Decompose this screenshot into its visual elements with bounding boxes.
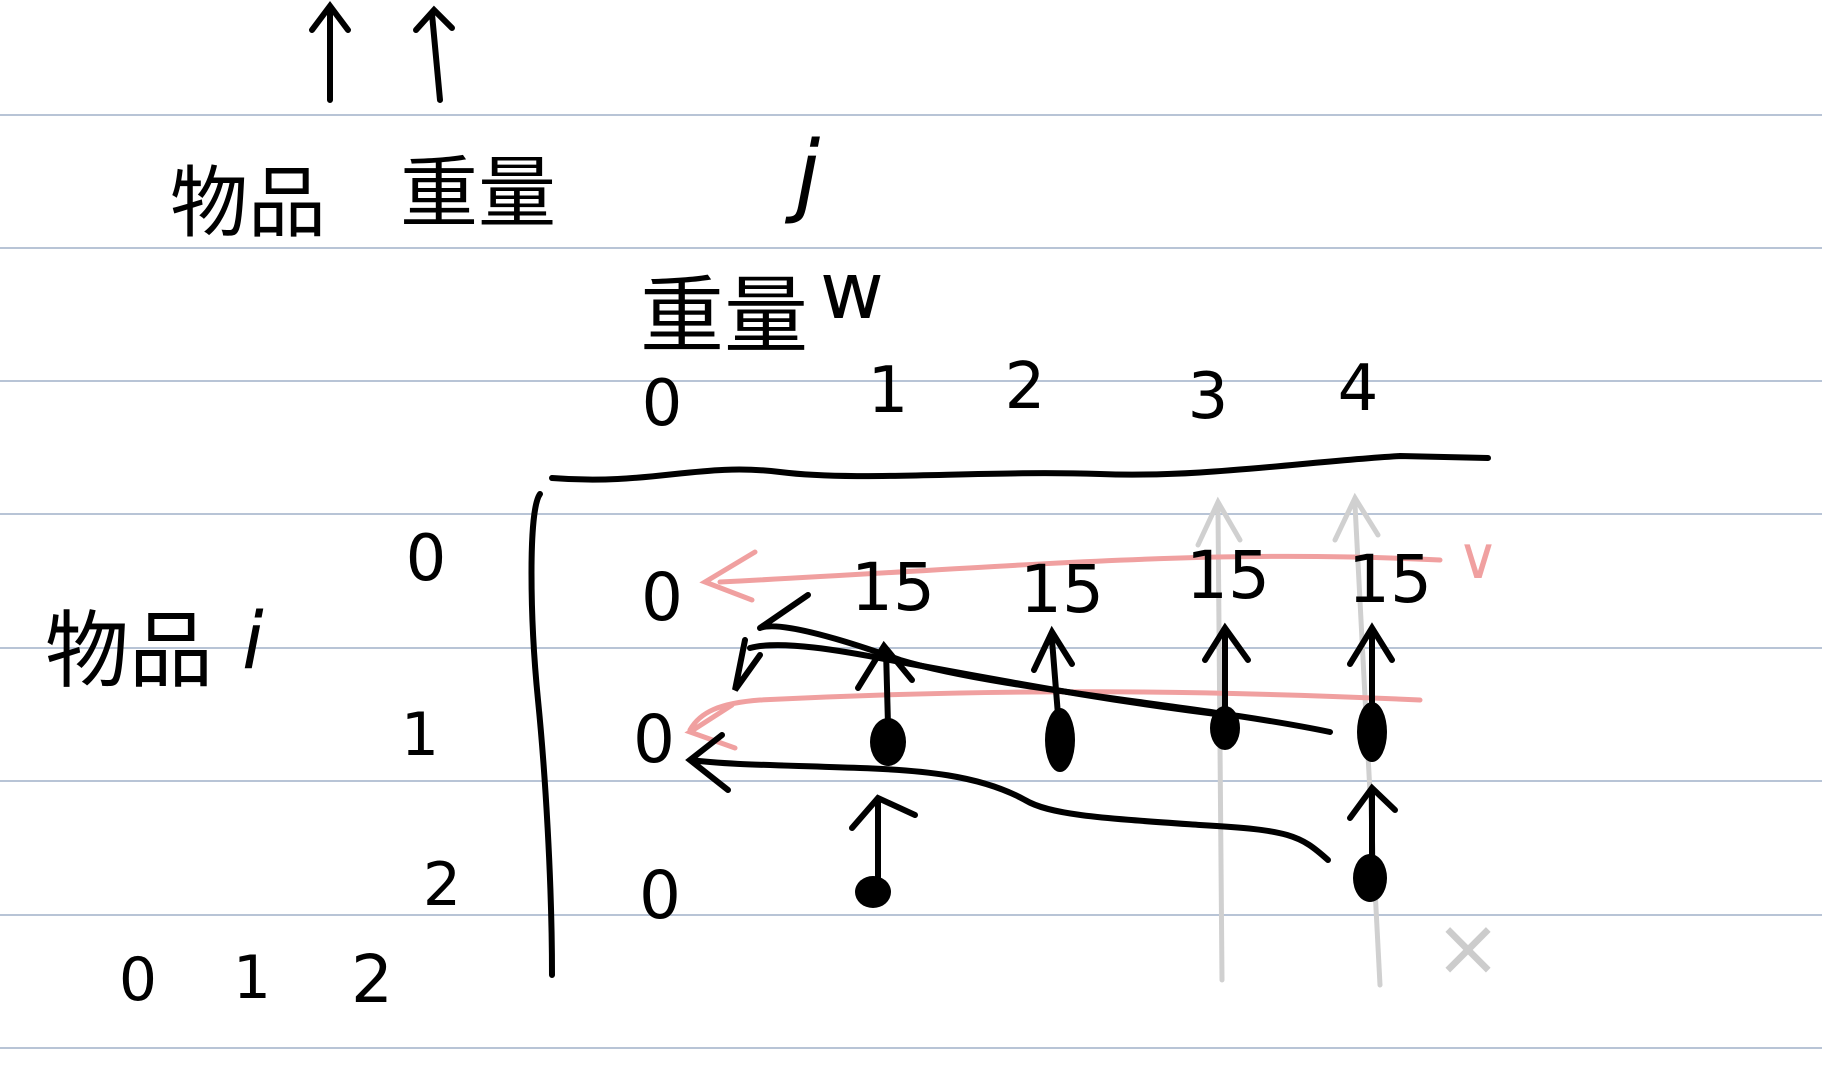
filled-cell-dot — [1353, 854, 1387, 902]
top-label-item: 物品 — [170, 159, 326, 249]
column-var: w — [820, 247, 884, 337]
bottom-number: 2 — [351, 941, 393, 1018]
rule-lines — [0, 114, 1822, 1049]
table-borders — [528, 452, 1491, 978]
filled-cell-dot — [855, 876, 891, 908]
row-header: 0 — [406, 522, 447, 596]
up-arrow-icon — [1347, 783, 1398, 863]
left-arrow-icon — [732, 637, 1235, 719]
header-underline — [549, 452, 1491, 483]
up-arrow-icon — [1347, 622, 1395, 708]
column-headers: 0 1 2 3 4 — [642, 350, 1379, 441]
table-cell: 15 — [851, 549, 935, 626]
filled-cell-dot — [870, 718, 906, 766]
top-label-weight: 重量 — [400, 149, 556, 239]
row-var: i — [242, 597, 264, 687]
filled-cell-dot — [1045, 708, 1075, 772]
column-header: 0 — [642, 367, 683, 441]
table-cell: 15 — [1348, 541, 1432, 618]
red-check-mark: ∨ — [1457, 524, 1499, 592]
row-title: 物品 — [45, 602, 213, 700]
up-arrow-icon — [309, 0, 351, 103]
filled-cell-dot — [1357, 702, 1387, 762]
gray-cross-mark: × — [1434, 901, 1501, 994]
j-label: j — [784, 122, 820, 227]
up-arrow-icon — [855, 640, 915, 728]
column-header: 4 — [1338, 352, 1379, 426]
up-arrow-icon — [413, 5, 455, 103]
bottom-number: 0 — [119, 945, 157, 1015]
row-headers: 0 1 2 — [401, 522, 461, 920]
column-title: 重量 — [640, 267, 808, 365]
column-header: 1 — [868, 354, 909, 428]
dependency-arrows — [849, 622, 1398, 881]
row-header: 1 — [401, 700, 439, 770]
red-marks — [684, 549, 1443, 751]
table-cell: 15 — [1186, 537, 1270, 614]
top-arrows — [309, 0, 455, 103]
up-arrow-icon — [1202, 622, 1251, 713]
row-divider-line — [528, 491, 555, 978]
bottom-sequence: 0 1 2 — [119, 941, 393, 1018]
table-cell: 0 — [641, 559, 683, 636]
up-arrow-icon — [849, 794, 918, 881]
red-left-arrow-icon — [699, 549, 1443, 603]
table-cells: 0 15 15 15 15 0 0 — [633, 537, 1432, 934]
column-header: 2 — [1005, 350, 1046, 424]
bottom-number: 1 — [233, 943, 271, 1013]
left-arrow-icon — [685, 732, 1331, 863]
long-left-arrows — [685, 592, 1333, 863]
red-left-arrow-icon — [684, 689, 1423, 751]
row-header: 2 — [423, 850, 461, 920]
up-arrow-icon — [1031, 625, 1075, 718]
column-header: 3 — [1188, 360, 1229, 434]
table-cell: 0 — [639, 857, 681, 934]
table-cell: 0 — [633, 701, 675, 778]
filled-dots — [855, 702, 1387, 908]
table-cell: 15 — [1020, 551, 1104, 628]
